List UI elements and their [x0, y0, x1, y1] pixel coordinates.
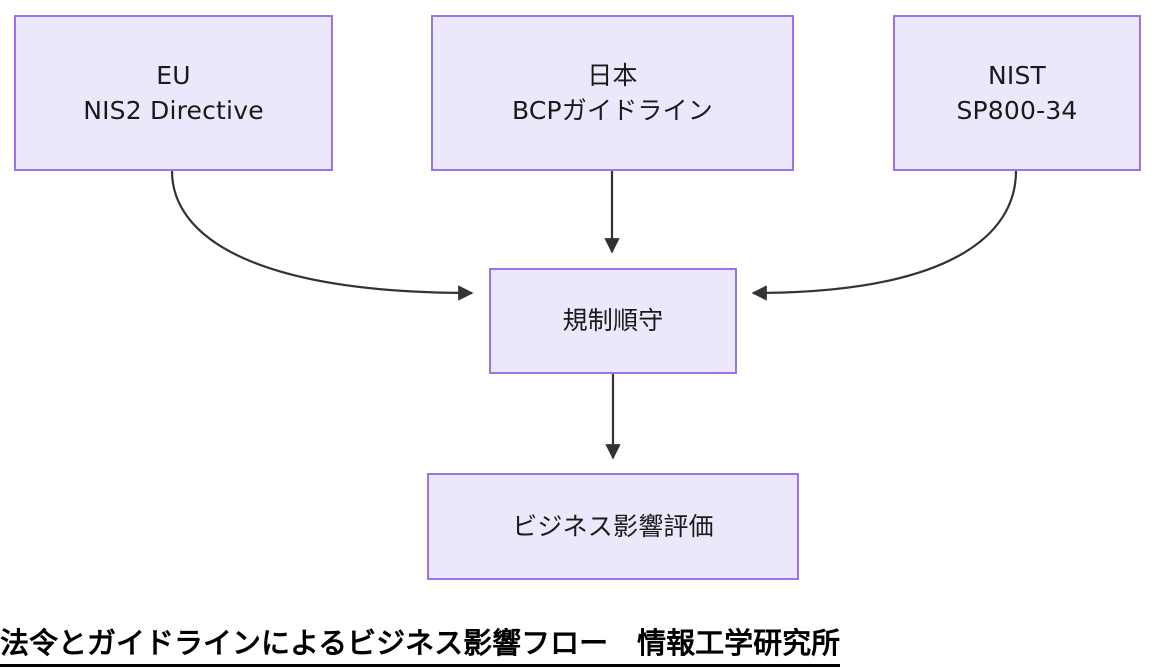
node-eu-line-2: NIS2 Directive	[83, 96, 264, 125]
node-compliance[interactable]: 規制順守	[489, 268, 737, 374]
node-japan-line-2: BCPガイドライン	[511, 96, 714, 125]
node-eu[interactable]: EU NIS2 Directive	[14, 15, 333, 171]
node-eu-line-1: EU	[156, 60, 191, 90]
node-nist-line-2: SP800-34	[956, 96, 1078, 125]
node-compliance-line-1: 規制順守	[562, 306, 664, 336]
edge-eu-to-compliance	[170, 170, 474, 301]
edge-nist-to-compliance	[751, 170, 1018, 301]
node-japan-line-1: 日本	[587, 60, 638, 90]
node-nist-line-1: NIST	[987, 60, 1046, 90]
node-bia-line-1: ビジネス影響評価	[512, 511, 714, 541]
node-nist[interactable]: NIST SP800-34	[893, 15, 1141, 171]
diagram-caption-text: 法令とガイドラインによるビジネス影響フロー 情報工学研究所	[0, 620, 841, 667]
node-business-impact-assessment[interactable]: ビジネス影響評価	[427, 473, 799, 580]
node-japan[interactable]: 日本 BCPガイドライン	[431, 15, 794, 171]
diagram-caption: 法令とガイドラインによるビジネス影響フロー 情報工学研究所	[0, 620, 1170, 667]
